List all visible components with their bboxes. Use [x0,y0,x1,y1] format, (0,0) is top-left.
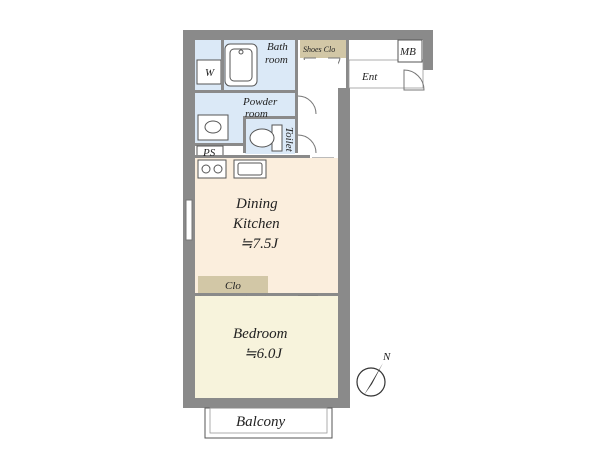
mb-label: MB [399,46,416,58]
compass-needle [364,363,383,395]
wall-dining-bottom [195,293,338,296]
sink [197,114,229,141]
balcony-label: Balcony [236,414,285,430]
powder-label: Powder [242,96,278,108]
sink-basin [204,120,222,134]
compass-label: N [382,351,391,363]
wall-shoes [346,40,349,88]
toilet-label: Toilet [283,127,295,153]
bath-label-2: room [265,54,288,66]
washer-box [196,59,222,85]
kitchen-sink-basin [237,162,263,176]
bedroom-floor [195,296,338,398]
ent-label: Ent [361,71,378,83]
dining-size: ≒7.5J [240,236,279,252]
toilet-bowl [249,128,275,148]
powder-label-2: room [245,108,268,120]
bath-door [297,95,317,115]
burner-2 [213,164,223,174]
kitchen-label: Kitchen [232,216,280,232]
bathtub-inner [229,48,253,82]
shoes-closet [300,40,346,58]
bedroom-label: Bedroom [233,326,288,342]
clo-label: Clo [225,280,241,292]
entrance-floor [348,59,424,89]
mb-box [397,39,423,63]
bottom-wall [183,398,350,408]
wall-bath-bottom [195,90,298,93]
compass-ring [356,367,386,397]
entrance-door [403,69,425,91]
wall-washer-left [221,40,224,95]
top-wall [183,30,433,40]
burner-1 [201,164,211,174]
bathtub [224,43,258,87]
corner-wall [183,30,205,50]
right-wall-upper [423,30,433,70]
bedroom-size: ≒6.0J [244,346,283,362]
stove [197,159,227,179]
wall-toilet-left [243,116,246,153]
wall-toilet-top [243,116,298,119]
bathtub-drain [238,49,244,55]
dining-kitchen-floor [195,158,338,293]
toilet-door [297,134,317,154]
hall-floor [298,60,338,160]
balcony-inner [209,407,328,434]
shoes-label: Shoes Clo [303,45,335,54]
wall-dining-top [195,155,310,158]
washer-label: W [205,67,215,79]
dining-label: Dining [235,196,278,212]
window-left [185,199,193,241]
north-arrow [356,363,386,397]
kitchen-sink [233,159,267,179]
wall-bath-right [295,40,298,153]
ps-label: PS [202,147,216,159]
closet-floor [198,276,268,293]
right-wall [338,88,350,408]
bath-label: Bath [267,41,288,53]
